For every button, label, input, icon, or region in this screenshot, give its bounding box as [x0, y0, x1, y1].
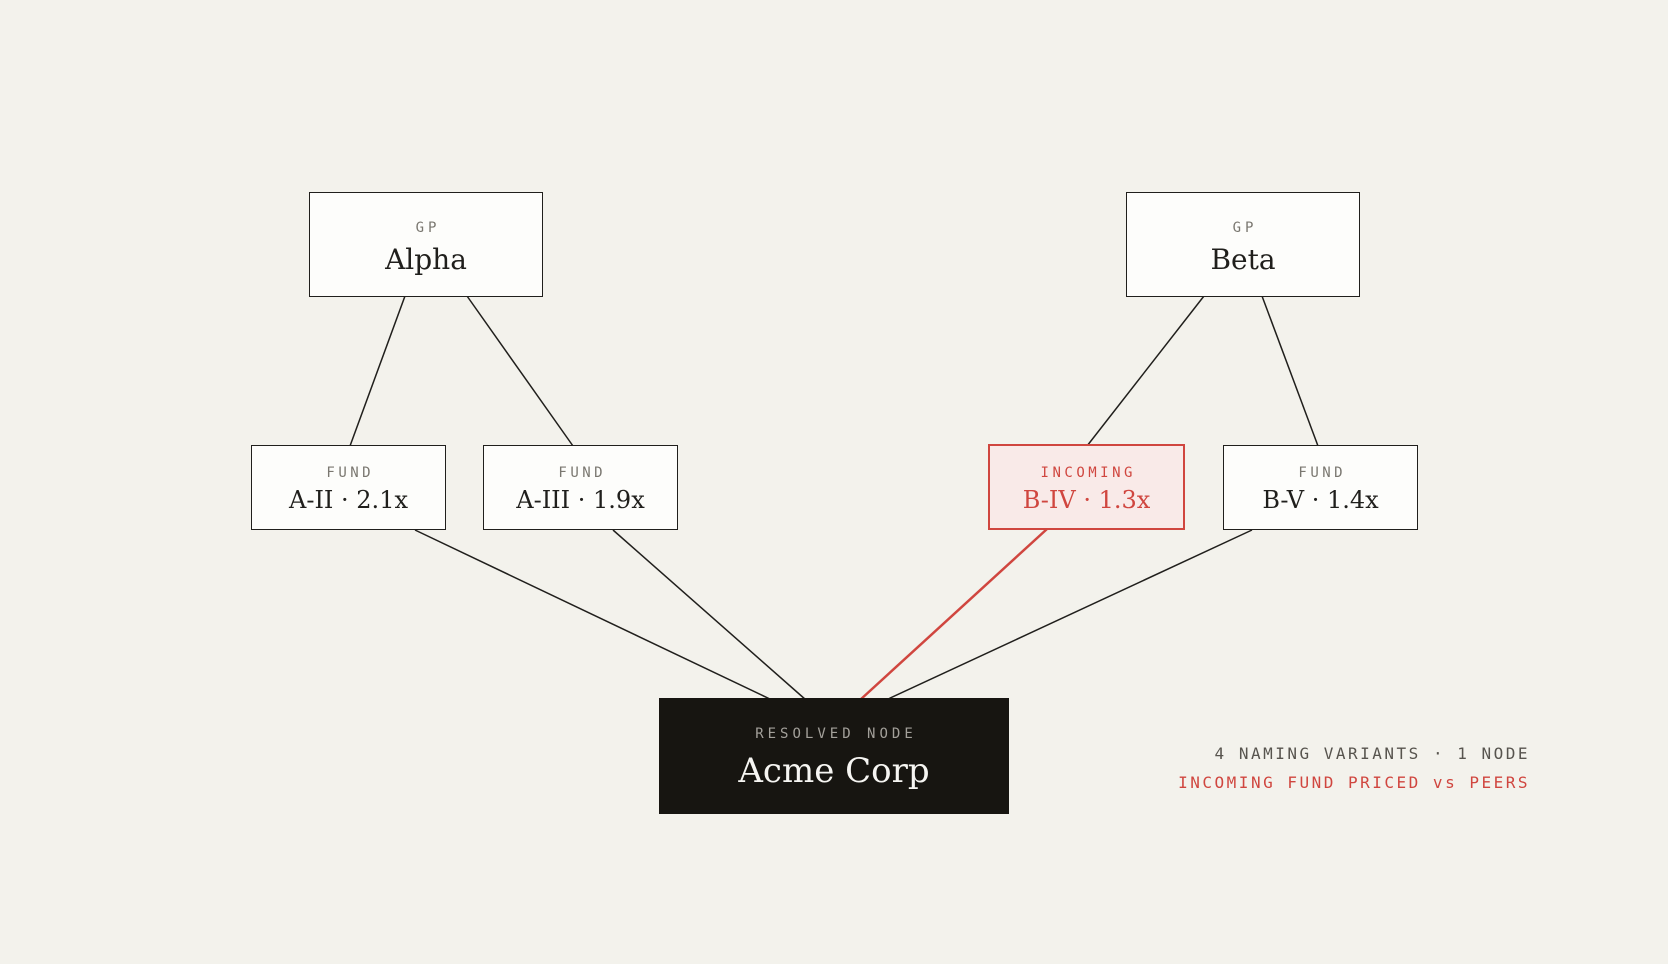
edge-fund-a2-to-resolved: [414, 529, 773, 701]
node-type-label: GP: [1232, 219, 1258, 236]
node-name: Alpha: [385, 242, 467, 276]
caption-block: 4 NAMING VARIANTS · 1 NODE INCOMING FUND…: [1178, 739, 1530, 797]
caption-variants-summary: 4 NAMING VARIANTS · 1 NODE: [1214, 744, 1530, 763]
edge-gp-beta-to-fund-b5: [1261, 295, 1319, 447]
node-type-label: FUND: [1298, 465, 1347, 482]
node-fund-a-ii: FUND A-II · 2.1x: [251, 445, 446, 530]
node-type-label: RESOLVED NODE: [755, 726, 917, 743]
node-type-label: GP: [415, 219, 441, 236]
node-name: B-V · 1.4x: [1262, 486, 1379, 515]
node-name: B-IV · 1.3x: [1022, 485, 1151, 514]
node-gp-alpha: GP Alpha: [309, 192, 543, 297]
node-gp-beta: GP Beta: [1126, 192, 1360, 297]
edge-fund-b4-to-resolved-highlighted: [859, 528, 1048, 701]
edge-fund-b5-to-resolved: [885, 529, 1253, 701]
edge-gp-beta-to-fund-b4: [1086, 295, 1205, 447]
node-type-label: INCOMING: [1040, 464, 1136, 481]
node-fund-b-v: FUND B-V · 1.4x: [1223, 445, 1418, 530]
node-type-label: FUND: [558, 465, 607, 482]
node-fund-b-iv-incoming: INCOMING B-IV · 1.3x: [988, 444, 1185, 530]
node-fund-a-iii: FUND A-III · 1.9x: [483, 445, 678, 530]
node-name: Acme Corp: [738, 751, 930, 792]
node-resolved-acme-corp: RESOLVED NODE Acme Corp: [659, 698, 1009, 814]
node-name: A-III · 1.9x: [516, 486, 645, 515]
edge-gp-alpha-to-fund-a3: [466, 295, 574, 447]
edge-gp-alpha-to-fund-a2: [349, 295, 406, 447]
node-name: A-II · 2.1x: [289, 486, 408, 515]
node-type-label: FUND: [326, 465, 375, 482]
caption-incoming-note: INCOMING FUND PRICED vs PEERS: [1178, 773, 1530, 792]
edge-fund-a3-to-resolved: [612, 529, 807, 701]
node-name: Beta: [1210, 242, 1276, 276]
